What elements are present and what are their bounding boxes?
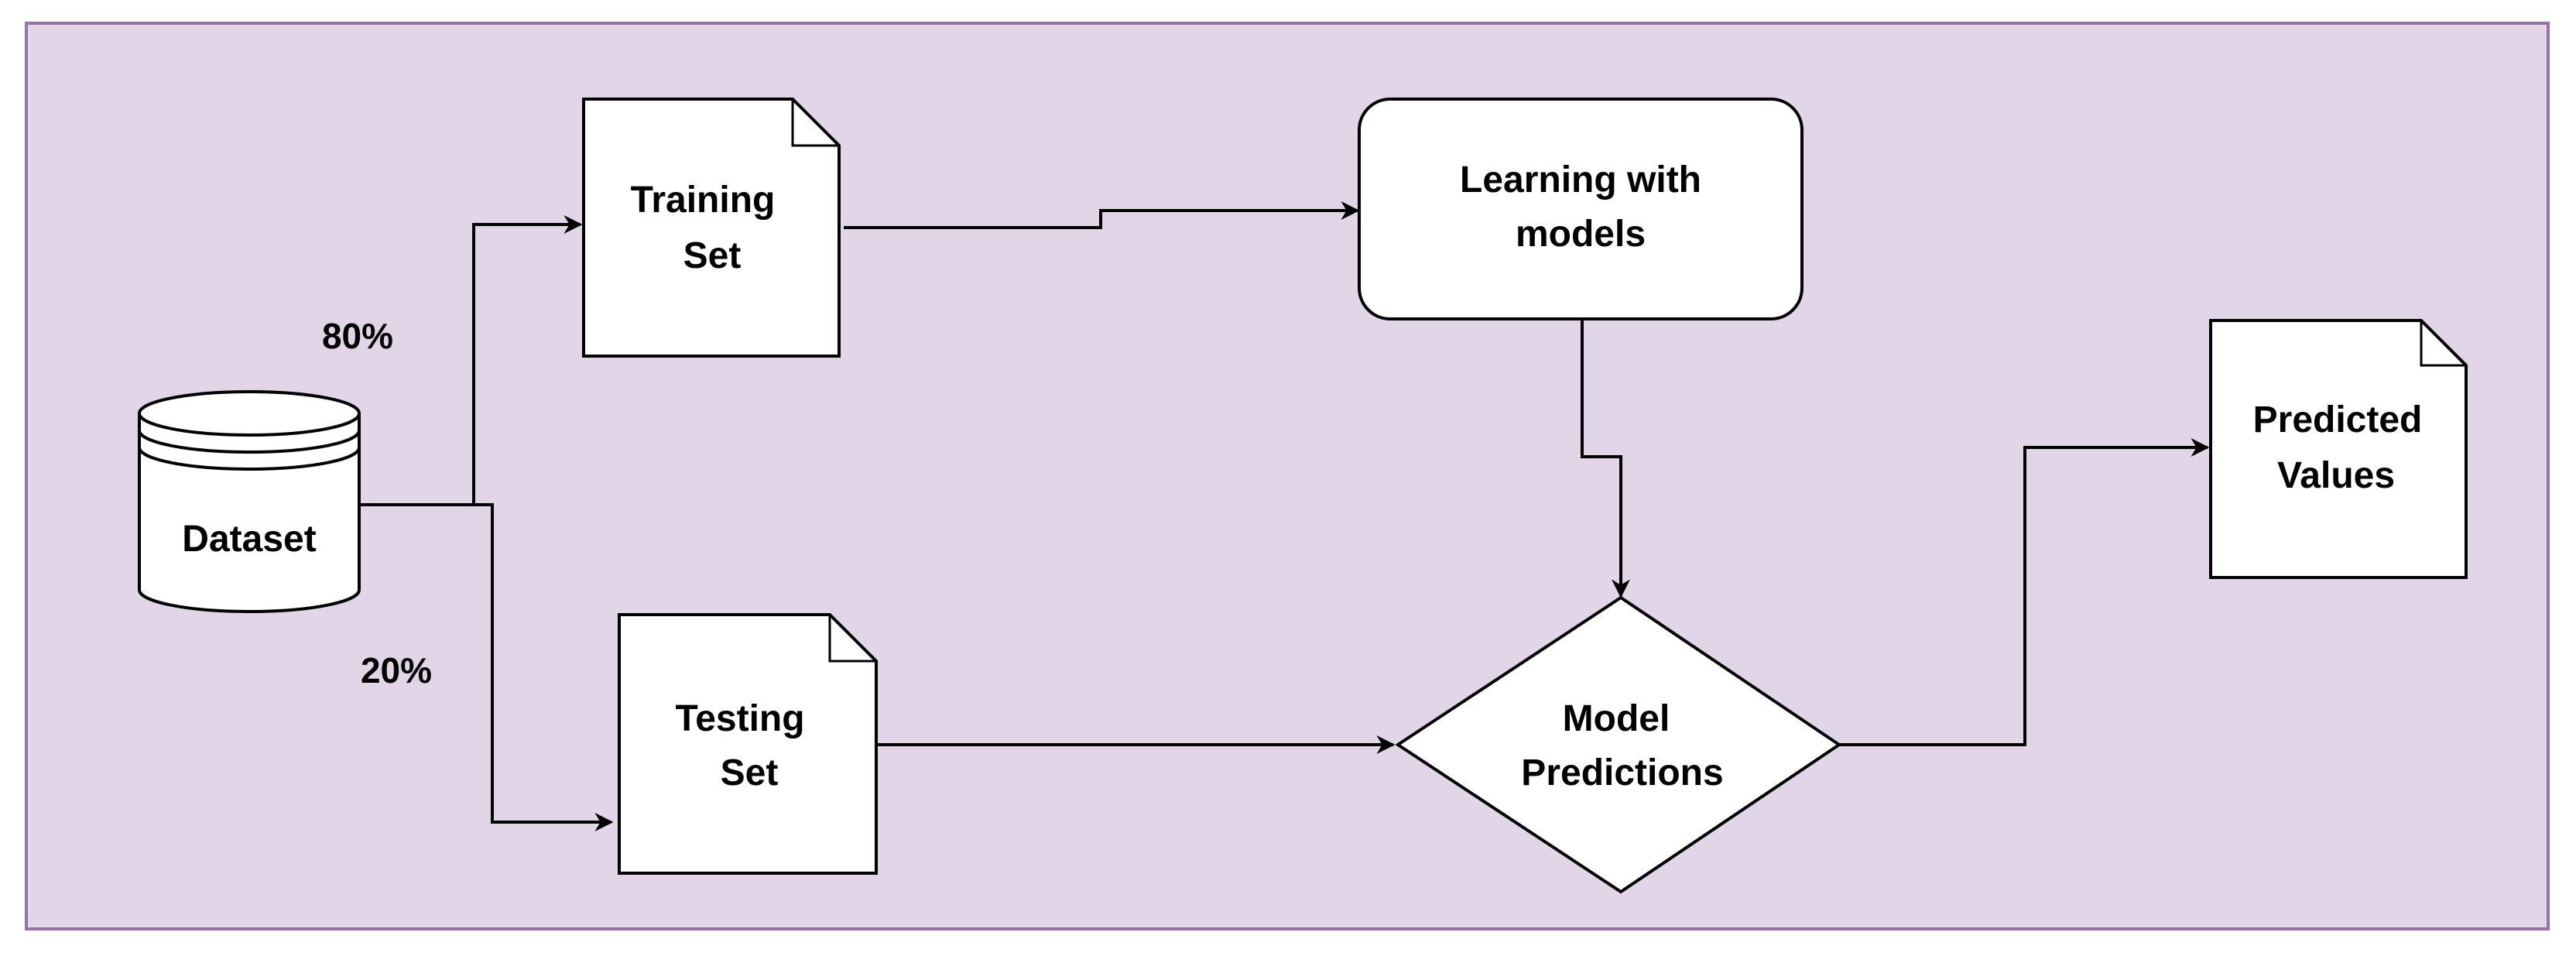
testing-set-label-line-2: Set <box>721 752 779 793</box>
edge-label-80: 80% <box>322 316 393 356</box>
training-set-label-line-2: Set <box>683 235 742 276</box>
learning-with-models-label-line-2: models <box>1516 214 1646 255</box>
learning-with-models-label-line-1: Learning with <box>1460 159 1701 200</box>
diagram-background <box>25 22 2550 930</box>
predicted-values-label-line-1: Predicted <box>2253 399 2423 440</box>
node-learning-with-models: Learning with models <box>1358 98 1804 320</box>
predicted-values-fold <box>2420 320 2466 367</box>
predicted-values-label-line-2: Values <box>2277 455 2395 496</box>
dataset-label: Dataset <box>182 519 316 560</box>
training-set-document <box>582 98 841 358</box>
dataset-cylinder-top <box>138 390 361 437</box>
edge-learning-to-predictions <box>1581 320 1630 598</box>
dataset-cylinder <box>138 413 361 613</box>
model-predictions-label-line-2: Predictions <box>1521 752 1723 793</box>
learning-with-models-box <box>1358 98 1804 320</box>
training-set-fold <box>791 99 839 147</box>
dataset-cylinder-ring-2 <box>138 447 361 471</box>
node-model-predictions: Model Predictions <box>1395 595 1842 894</box>
testing-set-fold <box>828 615 876 663</box>
edge-dataset-to-testing <box>361 503 614 831</box>
edge-training-to-learning <box>844 201 1360 229</box>
model-predictions-label-line-1: Model <box>1563 698 1670 739</box>
edge-label-20: 20% <box>361 650 432 691</box>
node-training-set: Training Set <box>582 98 841 358</box>
model-predictions-diamond <box>1395 595 1842 894</box>
edge-predictions-to-predicted-values <box>1839 438 2210 746</box>
edges <box>361 201 2210 831</box>
testing-set-document <box>618 613 878 875</box>
testing-set-label-line-1: Testing <box>675 698 804 739</box>
node-testing-set: Testing Set <box>618 613 878 875</box>
node-predicted-values: Predicted Values <box>2209 319 2468 579</box>
node-dataset: Dataset <box>138 390 361 613</box>
training-set-label-line-1: Training <box>631 180 776 221</box>
dataset-cylinder-ring-1 <box>138 430 361 454</box>
predicted-values-document <box>2209 319 2468 579</box>
